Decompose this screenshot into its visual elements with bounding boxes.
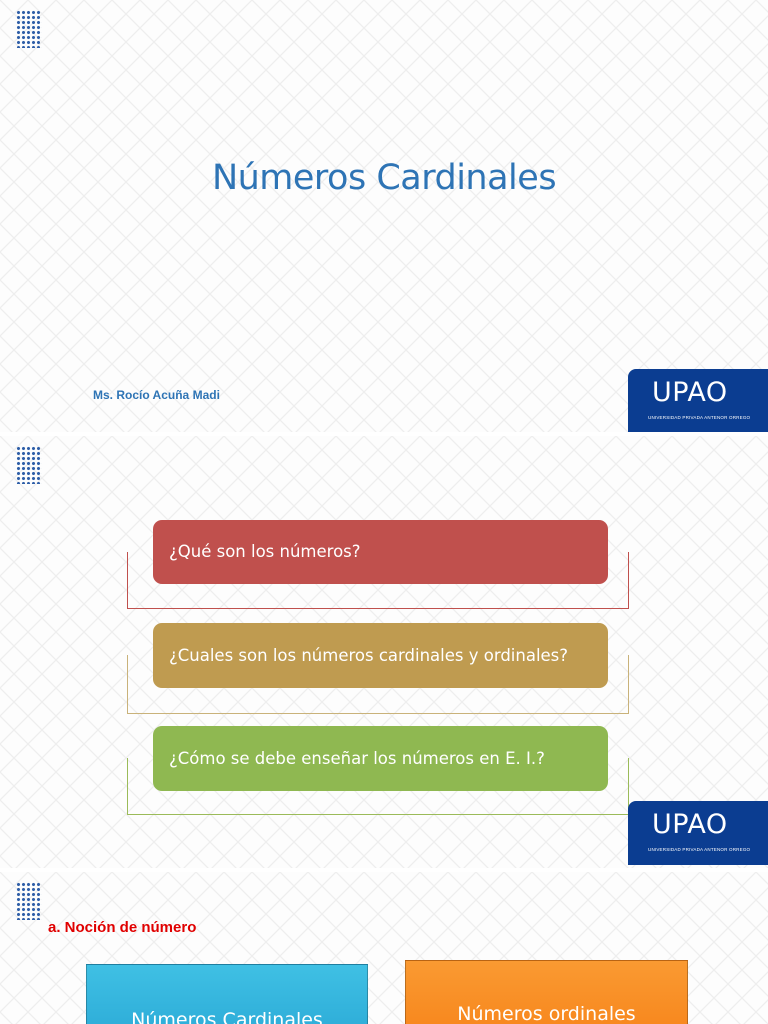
- slide-title: Números Cardinales Ms. Rocío Acuña Madi …: [0, 0, 768, 432]
- upao-logo: UPAO UNIVERSIDAD PRIVADA ANTENOR ORREGO: [628, 369, 768, 432]
- logo-text: UPAO: [652, 809, 728, 840]
- question-box-2: ¿Cuales son los números cardinales y ord…: [153, 623, 608, 688]
- question-bracket: [127, 655, 629, 714]
- card-ordinal-numbers: Números ordinales: [405, 960, 688, 1024]
- card-label: Números Cardinales: [131, 1009, 323, 1024]
- dot-grid-icon: [16, 10, 42, 48]
- slide-number-notion: a. Noción de número Números Cardinales N…: [0, 872, 768, 1024]
- dot-grid-icon: [16, 882, 42, 920]
- slide-questions: ¿Qué son los números? ¿Cuales son los nú…: [0, 436, 768, 868]
- question-bracket: [127, 758, 629, 815]
- logo-subtext: UNIVERSIDAD PRIVADA ANTENOR ORREGO: [648, 415, 751, 420]
- question-box-3: ¿Cómo se debe enseñar los números en E. …: [153, 726, 608, 791]
- question-text: ¿Cuales son los números cardinales y ord…: [169, 645, 569, 665]
- card-label: Números ordinales: [457, 1003, 636, 1024]
- question-text: ¿Qué son los números?: [169, 542, 361, 561]
- logo-text: UPAO: [652, 377, 728, 408]
- section-heading: a. Noción de número: [48, 919, 197, 936]
- author-name: Ms. Rocío Acuña Madi: [93, 388, 220, 402]
- upao-logo: UPAO UNIVERSIDAD PRIVADA ANTENOR ORREGO: [628, 801, 768, 865]
- question-text: ¿Cómo se debe enseñar los números en E. …: [169, 748, 545, 768]
- question-bracket: [127, 552, 629, 609]
- logo-subtext: UNIVERSIDAD PRIVADA ANTENOR ORREGO: [648, 847, 751, 852]
- card-cardinal-numbers: Números Cardinales: [86, 964, 368, 1024]
- page-title: Números Cardinales: [211, 158, 557, 198]
- dot-grid-icon: [16, 446, 42, 484]
- question-box-1: ¿Qué son los números?: [153, 520, 608, 584]
